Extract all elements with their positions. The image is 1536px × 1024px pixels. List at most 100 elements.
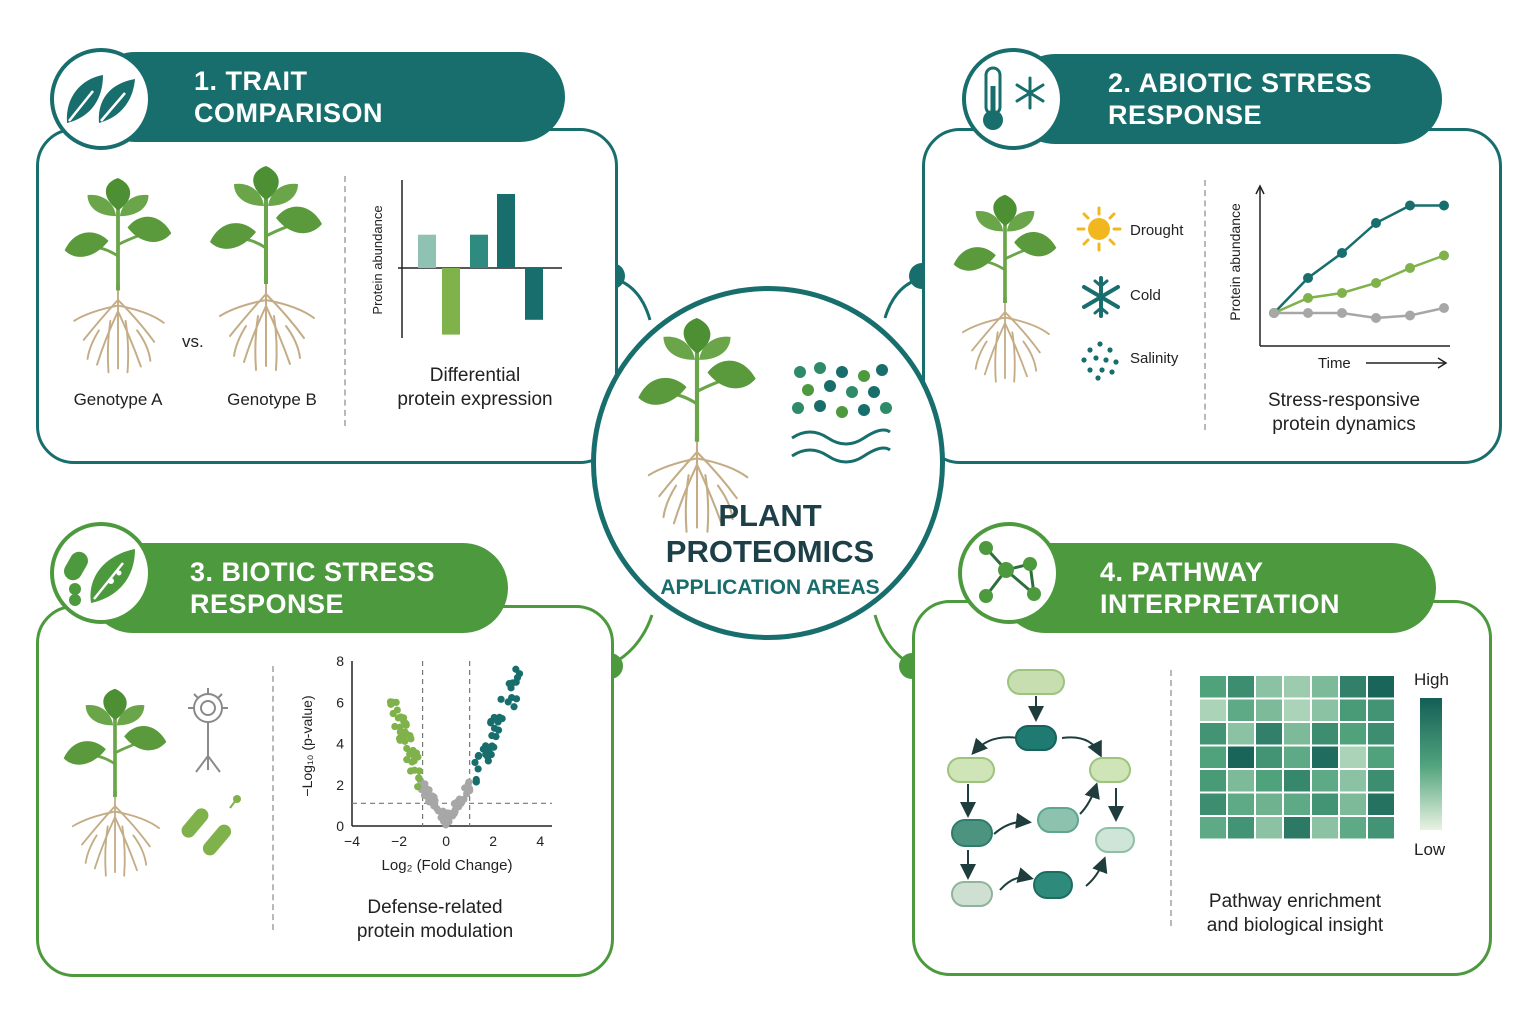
molecule-dot: [858, 370, 870, 382]
heatmap-cell: [1200, 723, 1226, 745]
series-point: [1337, 288, 1347, 298]
center-title-line2: PROTEOMICS: [665, 534, 875, 569]
point-upregulated: [488, 731, 496, 740]
center-subtitle: APPLICATION AREAS: [660, 576, 880, 599]
point-upregulated: [510, 703, 518, 711]
y-tick-label: 0: [336, 818, 344, 834]
heatmap-cell: [1228, 793, 1254, 815]
heatmap-cell: [1368, 723, 1394, 745]
banner-pathway: 4. PATHWAY INTERPRETATION: [1000, 543, 1436, 633]
point-nonsignificant: [425, 798, 433, 806]
x-tick-label: 4: [536, 833, 544, 849]
badge-biotic: [50, 522, 152, 624]
leaves-icon: [66, 75, 135, 123]
molecule-dot: [880, 402, 892, 414]
point-nonsignificant: [441, 815, 449, 823]
heatmap-cell: [1256, 770, 1282, 792]
heatmap-cell: [1256, 793, 1282, 815]
badge-trait: [50, 48, 152, 150]
heatmap-cell: [1200, 770, 1226, 792]
y-axis-arrow: [1255, 184, 1265, 195]
molecule-dot: [814, 362, 826, 374]
point-upregulated: [494, 726, 503, 734]
caption-line2: protein dynamics: [1272, 414, 1416, 435]
salt-dot: [1097, 341, 1103, 347]
series-point: [1371, 278, 1381, 288]
x-tick-label: 0: [442, 833, 450, 849]
bar: [418, 234, 436, 268]
line-y-label: Protein abundance: [1227, 203, 1243, 321]
series-point: [1303, 308, 1313, 318]
molecule-dot: [858, 404, 870, 416]
legend-high-label: High: [1414, 670, 1449, 689]
heatmap-cell: [1312, 793, 1338, 815]
line-x-label: Time: [1318, 355, 1351, 372]
plant-genotype-b: [206, 166, 326, 376]
heatmap-cell: [1368, 676, 1394, 698]
heatmap-cell: [1284, 699, 1310, 721]
salt-dot: [1095, 375, 1101, 381]
bar: [525, 268, 543, 320]
panel-title-line1: 1. TRAIT: [194, 66, 308, 96]
molecule-dot: [846, 386, 858, 398]
point-nonsignificant: [464, 780, 472, 788]
series-point: [1405, 310, 1415, 321]
heatmap-cell: [1284, 793, 1310, 815]
vs-label: vs.: [182, 332, 204, 351]
infected-plant: [60, 670, 170, 900]
heatmap-cell: [1228, 817, 1254, 839]
salt-dot: [1093, 355, 1099, 361]
salt-dot: [1087, 367, 1093, 373]
heatmap-cell: [1340, 770, 1366, 792]
heatmap-cell: [1368, 770, 1394, 792]
heatmap-cell: [1312, 770, 1338, 792]
heatmap-cell: [1340, 746, 1366, 768]
heatmap-cell: [1256, 676, 1282, 698]
heatmap-cell: [1312, 746, 1338, 768]
network-icon: [979, 541, 1041, 603]
heatmap-cell: [1200, 676, 1226, 698]
bar: [442, 268, 460, 335]
enrichment-heatmap: [1200, 676, 1394, 839]
molecule-dot: [876, 364, 888, 376]
series-point: [1439, 200, 1449, 211]
heatmap-cell: [1256, 817, 1282, 839]
plant-genotype-a: [58, 178, 178, 378]
pathogen-leaf-icon: [64, 549, 135, 606]
genotype-b-label: Genotype B: [227, 390, 317, 409]
legend-low-label: Low: [1414, 840, 1446, 859]
point-downregulated: [407, 767, 415, 775]
series-point: [1269, 308, 1279, 318]
y-tick-label: 8: [336, 653, 344, 669]
sun-icon: [1076, 206, 1122, 252]
point-nonsignificant: [450, 799, 459, 808]
salinity-icon: [1081, 341, 1119, 381]
point-upregulated: [472, 778, 480, 786]
x-tick-label: −4: [344, 833, 360, 849]
caption-line2: protein expression: [397, 389, 553, 410]
banner-biotic-stress: 3. BIOTIC STRESS RESPONSE: [88, 543, 508, 633]
point-upregulated: [508, 693, 516, 702]
point-upregulated: [498, 715, 506, 723]
y-tick-label: 2: [336, 777, 344, 793]
point-nonsignificant: [448, 812, 457, 820]
heatmap-cell: [1340, 699, 1366, 721]
series-point: [1439, 303, 1449, 313]
genotype-a-label: Genotype A: [73, 390, 163, 409]
drought-label: Drought: [1130, 222, 1184, 239]
center-title: PLANT PROTEOMICS: [640, 498, 900, 570]
series-point: [1371, 218, 1381, 228]
salt-dot: [1081, 357, 1087, 363]
heatmap-cell: [1340, 723, 1366, 745]
point-nonsignificant: [420, 791, 429, 799]
series-point: [1405, 263, 1415, 273]
series-line: [1273, 204, 1444, 314]
differential-bar-chart: Protein abundance: [370, 180, 562, 338]
heatmap-cell: [1228, 770, 1254, 792]
bacteria-icon: [181, 795, 241, 856]
heatmap-color-legend: [1420, 698, 1442, 830]
point-upregulated: [505, 680, 513, 688]
point-downregulated: [415, 774, 423, 782]
